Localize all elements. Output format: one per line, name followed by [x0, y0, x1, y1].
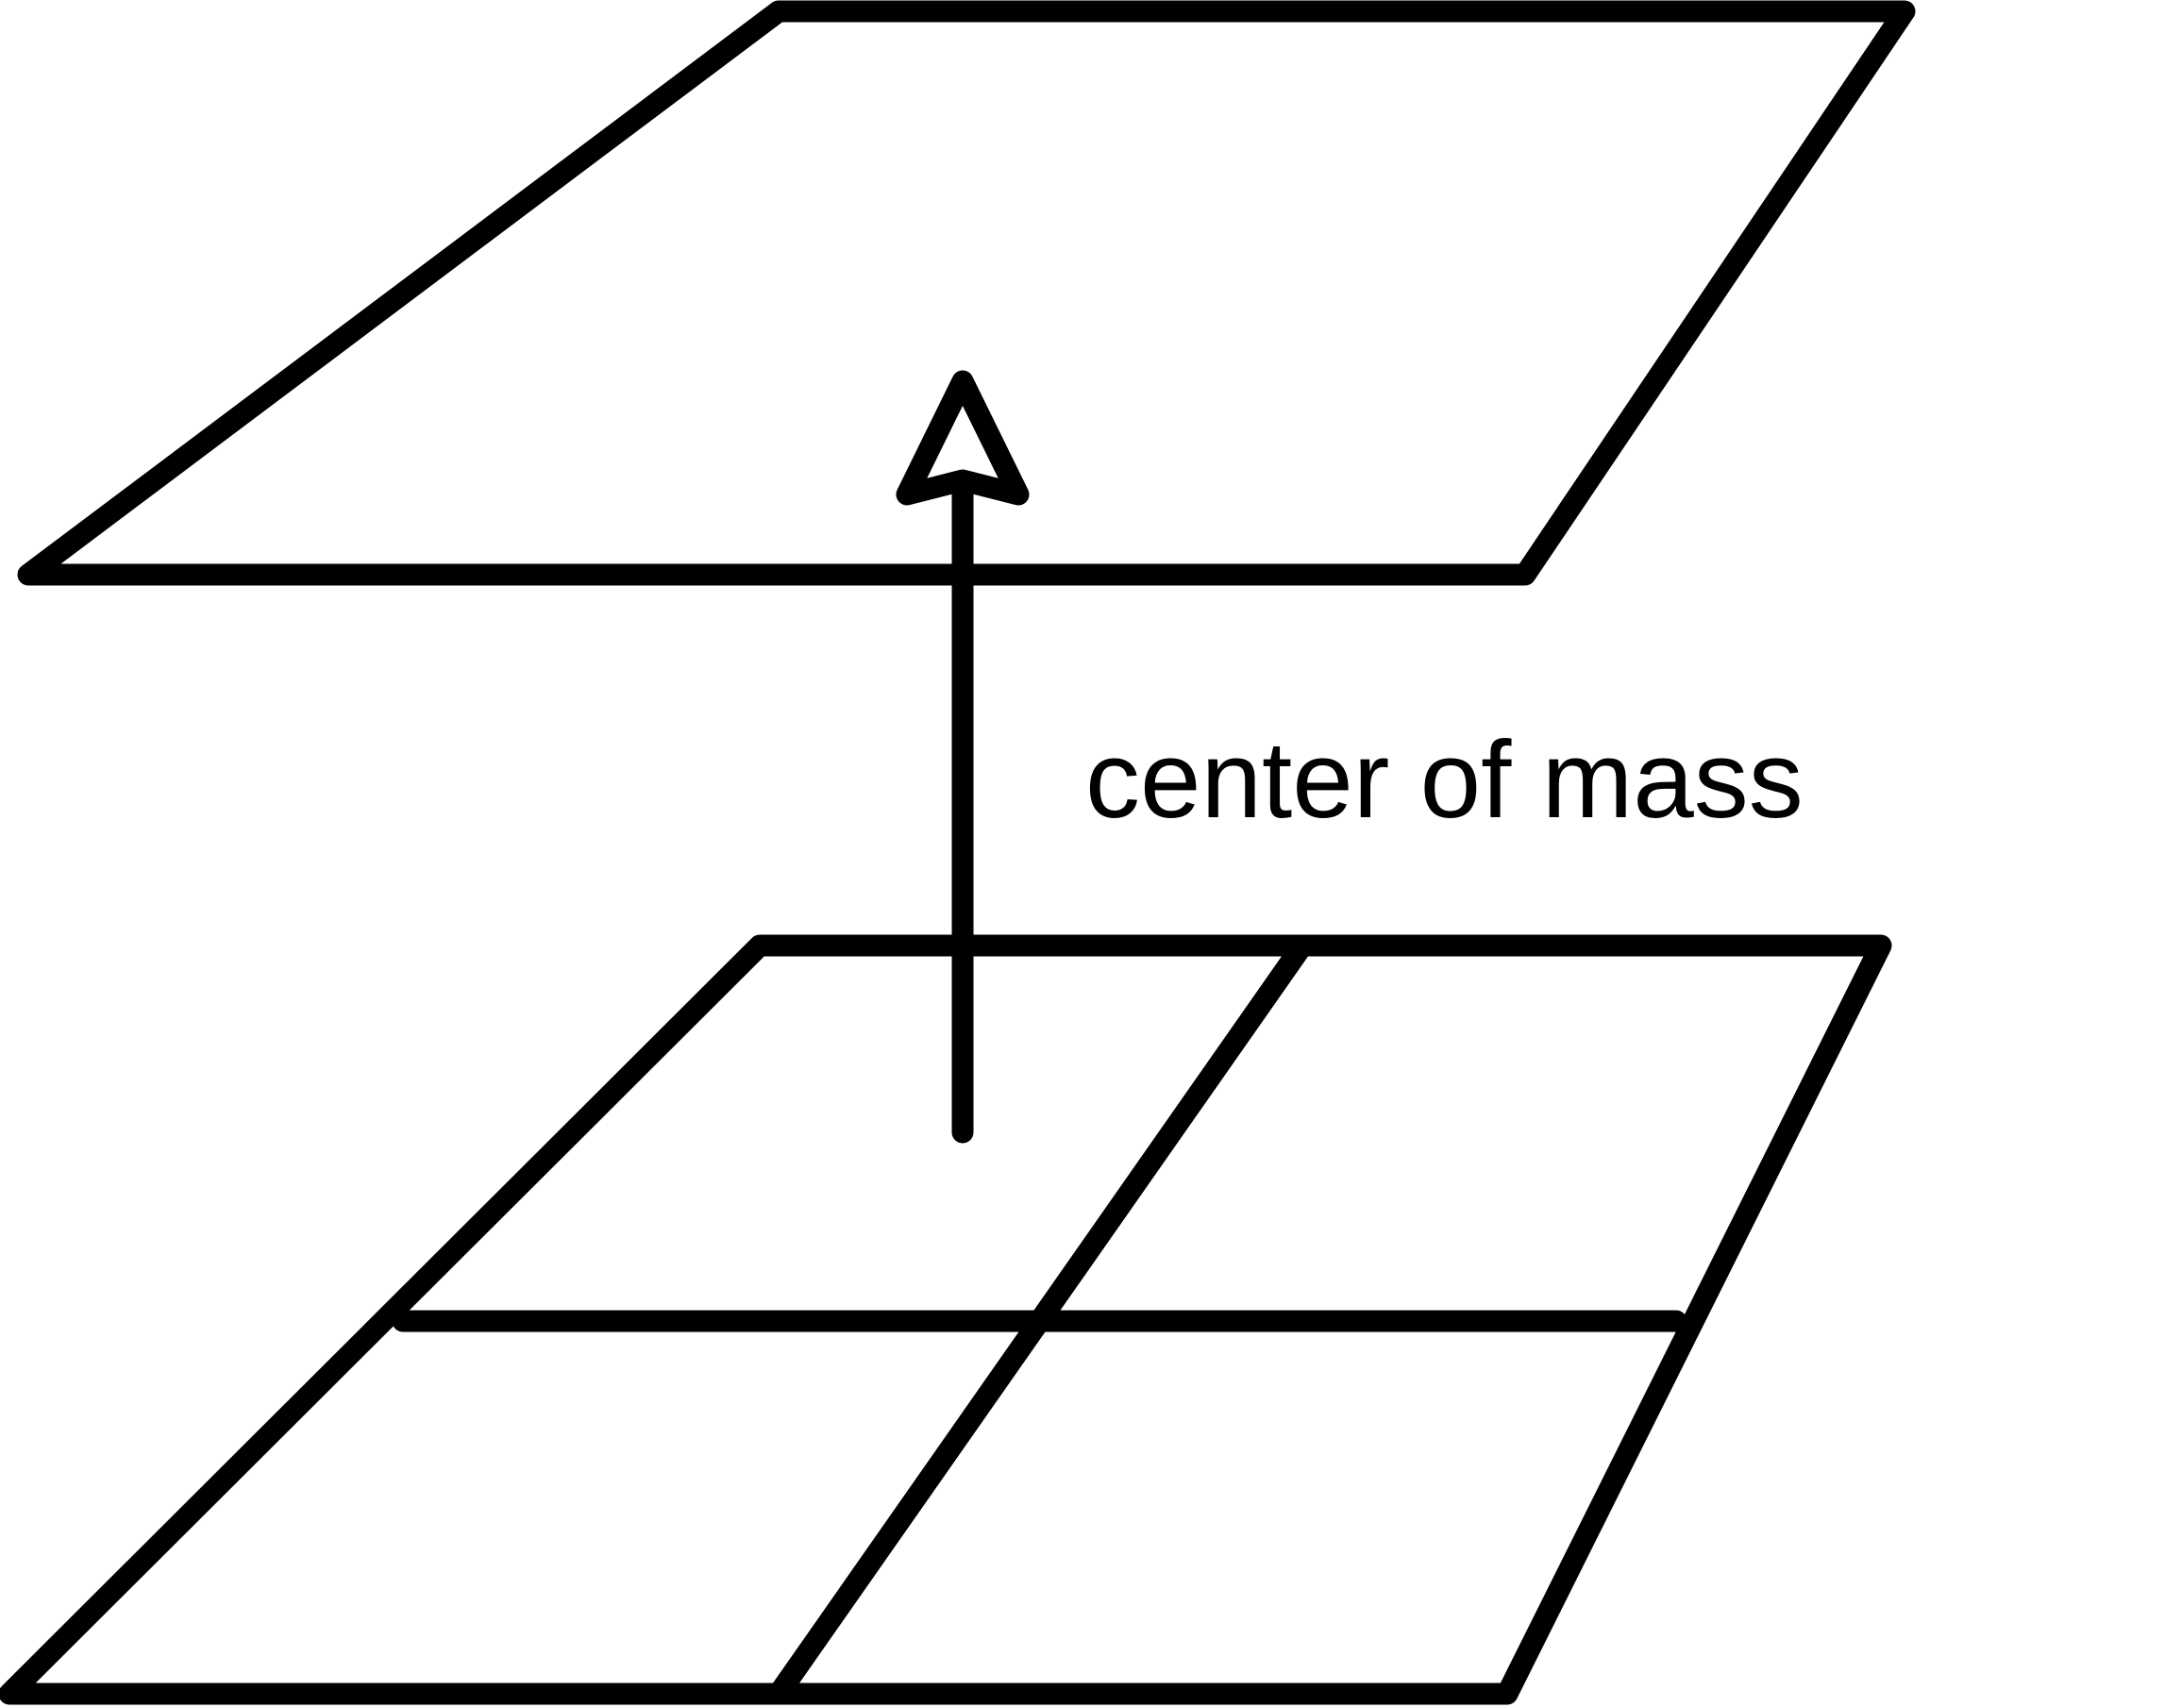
center-of-mass-label: center of mass [1085, 718, 1804, 841]
lower-plane [0, 934, 1892, 1705]
upper-plane [17, 0, 1916, 586]
lower-plane-diagonal-divider [767, 934, 1314, 1705]
center-of-mass-arrowhead-icon [896, 370, 1030, 506]
